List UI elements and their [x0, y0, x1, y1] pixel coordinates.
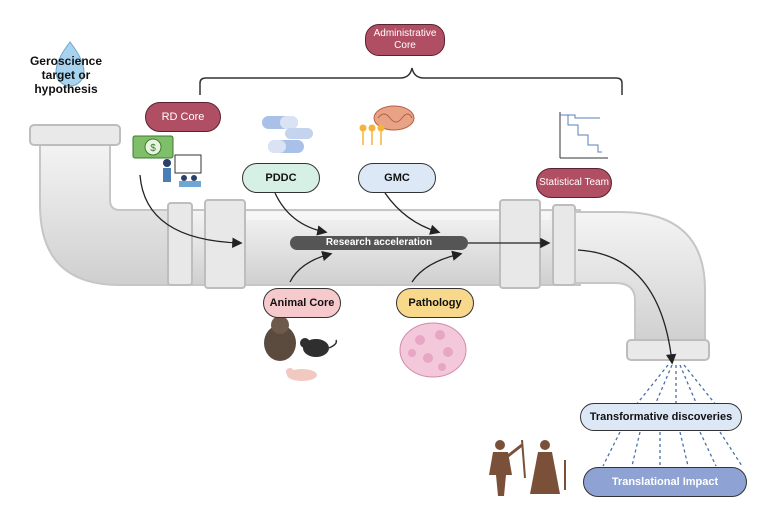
pathology-box: Pathology: [396, 288, 474, 318]
capsules-icon: [262, 116, 313, 153]
transformative-discoveries-box: Transformative discoveries: [580, 403, 742, 431]
rd-core-box: RD Core: [145, 102, 221, 132]
funding-teaching-icon: $: [132, 135, 202, 187]
translational-impact-box: Translational Impact: [583, 467, 747, 497]
pipe-main: [167, 199, 581, 289]
research-acceleration-label: Research acceleration: [325, 237, 433, 248]
pipe-left-cap: [29, 124, 121, 146]
tissue-icon: [399, 322, 467, 378]
flow-arrows: [139, 174, 677, 365]
spray-lines: [602, 364, 743, 467]
research-bar-shape: [290, 236, 468, 250]
pipe-coupling-1: [167, 202, 193, 286]
pddc-box: PDDC: [242, 163, 320, 193]
pipe-coupling-4: [552, 204, 576, 286]
statistical-team-box: Statistical Team: [536, 168, 612, 198]
administrative-core-box: Administrative Core: [365, 24, 445, 56]
survival-chart-icon: [559, 112, 608, 159]
pipe-left-elbow: [29, 124, 196, 286]
dancing-elders-icon: [489, 439, 566, 496]
water-drop-icon: [55, 41, 85, 87]
pipe-coupling-3: [499, 199, 541, 289]
gmc-box: GMC: [358, 163, 436, 193]
input-hypothesis-label: Geroscience target or hypothesis: [29, 54, 103, 96]
pipe-right-elbow: [574, 211, 710, 361]
pipe-coupling-2: [204, 199, 246, 289]
svg-text:$: $: [150, 143, 156, 154]
animal-core-box: Animal Core: [263, 288, 341, 318]
pipe-right-cap: [626, 339, 710, 361]
mitochondria-icon: [359, 105, 415, 145]
animal-models-icon: [264, 316, 338, 381]
admin-bracket: [199, 67, 623, 95]
